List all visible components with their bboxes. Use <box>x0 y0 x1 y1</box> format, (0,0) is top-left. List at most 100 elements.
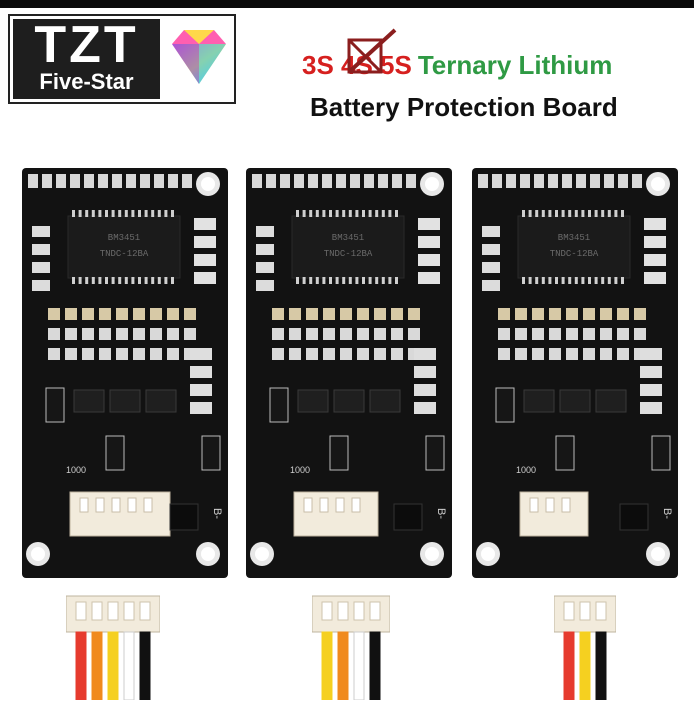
smd-component <box>515 308 527 320</box>
mosfet-large <box>169 503 199 531</box>
smd-component <box>566 328 578 340</box>
smd-component <box>408 308 420 320</box>
smd-component <box>99 328 111 340</box>
ic-pin <box>594 277 598 284</box>
mosfet <box>73 389 105 413</box>
resistor <box>640 384 662 396</box>
ic-pin <box>157 277 161 284</box>
top-pad <box>520 174 530 188</box>
smd-component <box>549 348 561 360</box>
top-pad <box>182 174 192 188</box>
ic-pin <box>296 277 299 284</box>
ic-pin <box>151 277 155 284</box>
ic-label-bottom: TNDC-12BA <box>100 249 149 259</box>
ic-pin <box>302 210 306 217</box>
smd-component <box>600 348 612 360</box>
smd-component <box>289 308 301 320</box>
resistor <box>190 384 212 396</box>
ic-pin <box>395 210 398 217</box>
ic-pin <box>375 277 379 284</box>
top-pad <box>336 174 346 188</box>
ic-label-bottom: TNDC-12BA <box>550 249 599 259</box>
connector-slot <box>337 601 349 621</box>
smd-component <box>374 348 386 360</box>
smd-component <box>583 348 595 360</box>
ic-pin <box>322 210 326 217</box>
ic-pin <box>315 210 319 217</box>
connector-slot <box>321 601 333 621</box>
ic-pin <box>614 210 618 217</box>
smd-component <box>272 328 284 340</box>
connector-pin <box>79 497 89 513</box>
ic-pin <box>348 210 352 217</box>
smd-component <box>583 308 595 320</box>
ic-pin <box>561 210 565 217</box>
ic-pin <box>78 277 82 284</box>
top-pad <box>168 174 178 188</box>
ic-pin <box>111 277 115 284</box>
ic-pin <box>131 277 135 284</box>
ic-pin <box>395 277 398 284</box>
ic-pin <box>548 210 552 217</box>
ic-pin <box>111 210 115 217</box>
connector-slot <box>353 601 365 621</box>
connector-slot <box>579 601 591 621</box>
smd-component <box>48 348 60 360</box>
side-component <box>32 244 50 255</box>
ic-pin <box>621 210 624 217</box>
resistor <box>190 348 212 360</box>
pad-label: B- <box>211 508 223 519</box>
ic-pin <box>355 210 359 217</box>
ic-pin <box>85 277 89 284</box>
ic-pin <box>568 210 572 217</box>
ic-pin <box>118 210 122 217</box>
resistor <box>640 402 662 414</box>
logo-text: TZT <box>34 16 139 74</box>
mosfet <box>333 389 365 413</box>
connector-slot <box>369 601 381 621</box>
top-pad <box>406 174 416 188</box>
smd-component <box>583 328 595 340</box>
side-component <box>418 236 440 248</box>
smd-component <box>48 328 60 340</box>
side-component <box>256 244 274 255</box>
connector-slot <box>123 601 135 621</box>
smd-component <box>340 328 352 340</box>
ic-pin <box>131 210 135 217</box>
side-component <box>418 254 440 266</box>
wire <box>123 631 135 701</box>
ic-pin <box>541 277 545 284</box>
ic-pin <box>105 210 108 217</box>
logo-background: TZT Five-Star <box>13 16 160 99</box>
mosfet <box>369 389 401 413</box>
power-resistor <box>425 435 445 471</box>
ic-label-top: BM3451 <box>108 233 140 243</box>
mosfet <box>559 389 591 413</box>
smd-component <box>498 348 510 360</box>
smd-component <box>498 328 510 340</box>
power-resistor <box>555 435 575 471</box>
wire <box>579 631 591 701</box>
logo-subtext: Five-Star <box>39 69 134 94</box>
ic-pin <box>342 277 346 284</box>
side-component <box>194 272 216 284</box>
resistor <box>640 366 662 378</box>
connector-pin <box>545 497 555 513</box>
side-component <box>418 218 440 230</box>
smd-component <box>566 348 578 360</box>
ic-pin <box>309 277 313 284</box>
ic-pin <box>355 277 359 284</box>
side-component <box>482 244 500 255</box>
mounting-hole-center <box>425 547 439 561</box>
top-pad <box>84 174 94 188</box>
connector-slot <box>91 601 103 621</box>
ic-pin <box>555 210 558 217</box>
smd-component <box>272 348 284 360</box>
resistor <box>190 366 212 378</box>
smd-component <box>306 328 318 340</box>
top-pad <box>378 174 388 188</box>
smd-component <box>133 328 145 340</box>
